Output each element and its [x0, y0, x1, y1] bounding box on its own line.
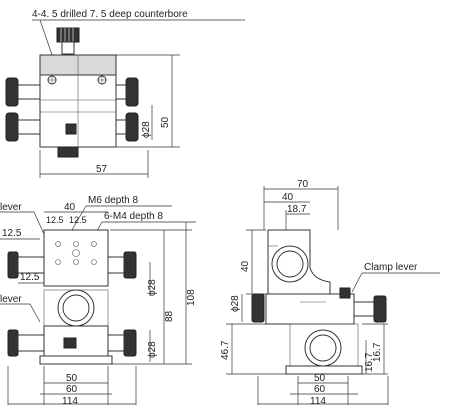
front-dim-12-5-a: 12.5 [46, 215, 64, 225]
side-dim-16-7-a: 16.7 [372, 342, 383, 362]
clamp-icon [65, 123, 77, 135]
front-left-lower-knob-icon [7, 329, 19, 357]
bottom-knob-icon [57, 146, 79, 158]
front-right-knob-icon [123, 251, 137, 279]
side-base [285, 365, 363, 375]
left-knob-icon [5, 77, 19, 107]
front-right-lower-knob-icon [123, 329, 137, 357]
side-clamp-lever-label: Clamp lever [364, 262, 418, 273]
side-right-knob-icon [373, 295, 387, 323]
front-dim-phi-a: ϕ28 [147, 279, 158, 296]
top-dim-height: 50 [160, 116, 171, 128]
front-dim-114: 114 [62, 396, 78, 405]
front-view: lever lever M6 depth 8 6-M4 depth 8 40 1… [0, 195, 197, 405]
counterbore-holes [47, 75, 107, 85]
side-dim-46-7: 46.7 [220, 340, 231, 360]
left-knob-lower-icon [5, 112, 19, 142]
side-left-knob-icon [251, 293, 265, 323]
side-dim-18-7: 18.7 [287, 204, 307, 215]
side-dim-40-v: 40 [240, 260, 251, 272]
side-clamp-icon [339, 287, 351, 299]
right-knob-icon [125, 77, 139, 107]
front-clamp-icon [63, 337, 77, 349]
top-dim-width: 57 [96, 164, 108, 175]
front-base [39, 355, 113, 365]
right-knob-lower-icon [125, 112, 139, 142]
top-dim-phi: ϕ28 [141, 121, 152, 138]
front-dim-12-5-b: 12.5 [69, 215, 87, 225]
front-dim-40: 40 [64, 202, 76, 213]
front-dim-left-12-5-b: 12.5 [20, 272, 40, 283]
side-dim-114: 114 [310, 396, 326, 405]
front-upper-stage [43, 229, 109, 287]
side-dim-phi: ϕ28 [230, 295, 241, 312]
lever-label-top: lever [0, 202, 22, 213]
side-middle-stage [265, 293, 355, 325]
lever-label-mid: lever [0, 294, 22, 305]
side-dim-50: 50 [314, 373, 326, 384]
counterbore-label: 4-4. 5 drilled 7. 5 deep counterbore [32, 9, 188, 20]
front-m4-label: 6-M4 depth 8 [104, 211, 163, 222]
front-dim-60: 60 [66, 384, 78, 395]
front-left-knob-icon [7, 251, 19, 279]
top-knob-icon [56, 27, 80, 43]
side-dim-70: 70 [297, 179, 309, 190]
side-dim-60: 60 [314, 384, 326, 395]
side-view: 70 40 18.7 40 Clamp lever ϕ28 [220, 179, 440, 405]
front-dim-phi-b: ϕ28 [147, 341, 158, 358]
front-dim-left-12-5: 12.5 [2, 228, 22, 239]
side-dim-16-7-b: 16.7 [364, 352, 375, 372]
front-m6-label: M6 depth 8 [88, 195, 138, 206]
front-dim-108: 108 [186, 289, 197, 306]
side-dim-40: 40 [282, 192, 294, 203]
top-view: 4-4. 5 drilled 7. 5 deep counterbore [5, 9, 245, 178]
front-dim-88: 88 [164, 310, 175, 322]
front-dim-50: 50 [66, 373, 78, 384]
